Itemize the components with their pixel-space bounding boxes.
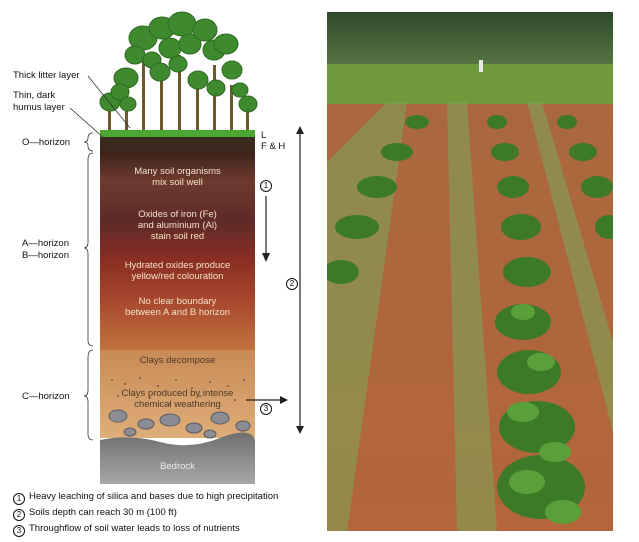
legend-num-3: 3 (13, 525, 25, 537)
soil-depth-arrow (296, 126, 304, 434)
grass-strips (327, 102, 613, 531)
c-horizon-label: C—horizon (22, 391, 70, 402)
thick-litter-label: Thick litter layer (13, 70, 80, 81)
a-horizon-label: A—horizon (22, 238, 69, 249)
legend-num-1: 1 (13, 493, 25, 505)
organisms-line2: mix soil well (152, 177, 203, 188)
distant-field (327, 64, 613, 104)
clays-produced-line2: chemical weathering (134, 399, 221, 410)
legend-item-1: 1 Heavy leaching of silica and bases due … (13, 491, 278, 505)
ab-horizon-layer (100, 151, 255, 350)
b-horizon-label: B—horizon (22, 250, 69, 261)
boundary-line1: No clear boundary (138, 296, 217, 307)
o-horizon-layer (100, 137, 255, 151)
marker-2: 2 (286, 278, 298, 290)
clays-produced-line1: Clays produced by intense (121, 388, 234, 399)
legend-text-3: Throughflow of soil water leads to loss … (29, 523, 240, 534)
marker-1: 1 (260, 180, 272, 192)
oxides-line3: stain soil red (150, 231, 205, 242)
throughflow-arrow (246, 396, 288, 404)
legend-item-3: 3 Throughflow of soil water leads to loss… (13, 523, 240, 537)
horizon-brackets (83, 132, 94, 441)
boundary-text: No clear boundary between A and B horizo… (100, 296, 255, 318)
leaching-arrow (262, 196, 270, 262)
rainforest-trees (99, 11, 258, 137)
oxides-text: Oxides of iron (Fe) and aluminium (Al) s… (100, 209, 255, 242)
distant-person (479, 60, 483, 72)
hydrated-line2: yellow/red colouration (131, 271, 224, 282)
humus-label-line2: humus layer (13, 102, 65, 113)
marker-3: 3 (260, 403, 272, 415)
oxides-line1: Oxides of iron (Fe) (138, 209, 217, 220)
legend-item-2: 2 Soils depth can reach 30 m (100 ft) (13, 507, 177, 521)
field-crop-photo (327, 12, 613, 531)
hydrated-line1: Hydrated oxides produce (124, 260, 231, 271)
hydrated-text: Hydrated oxides produce yellow/red colou… (100, 260, 255, 282)
crop-leaf-highlights (507, 304, 581, 524)
clays-decompose-text: Clays decompose (139, 355, 216, 366)
bedrock-layer (100, 432, 255, 484)
pointer-lines (69, 75, 131, 139)
humus-label-line1: Thin, dark (13, 90, 56, 101)
organisms-line1: Many soil organisms (134, 166, 221, 177)
weathered-rock-fragments (108, 409, 251, 439)
clay-speckles (111, 377, 245, 405)
l-label: L (261, 130, 267, 141)
organisms-text: Many soil organisms mix soil well (100, 166, 255, 188)
bedrock-text: Bedrock (160, 461, 195, 472)
legend-num-2: 2 (13, 509, 25, 521)
soil-profile-diagram (69, 11, 304, 484)
forest-background (327, 12, 613, 72)
fh-label: F & H (261, 141, 286, 152)
legend-text-1: Heavy leaching of silica and bases due t… (29, 491, 279, 502)
oxides-line2: and aluminium (Al) (137, 220, 218, 231)
boundary-line2: between A and B horizon (124, 307, 231, 318)
o-horizon-label: O—horizon (22, 137, 71, 148)
legend-text-2: Soils depth can reach 30 m (100 ft) (29, 507, 177, 518)
clays-produced-text: Clays produced by intense chemical weath… (100, 388, 255, 410)
